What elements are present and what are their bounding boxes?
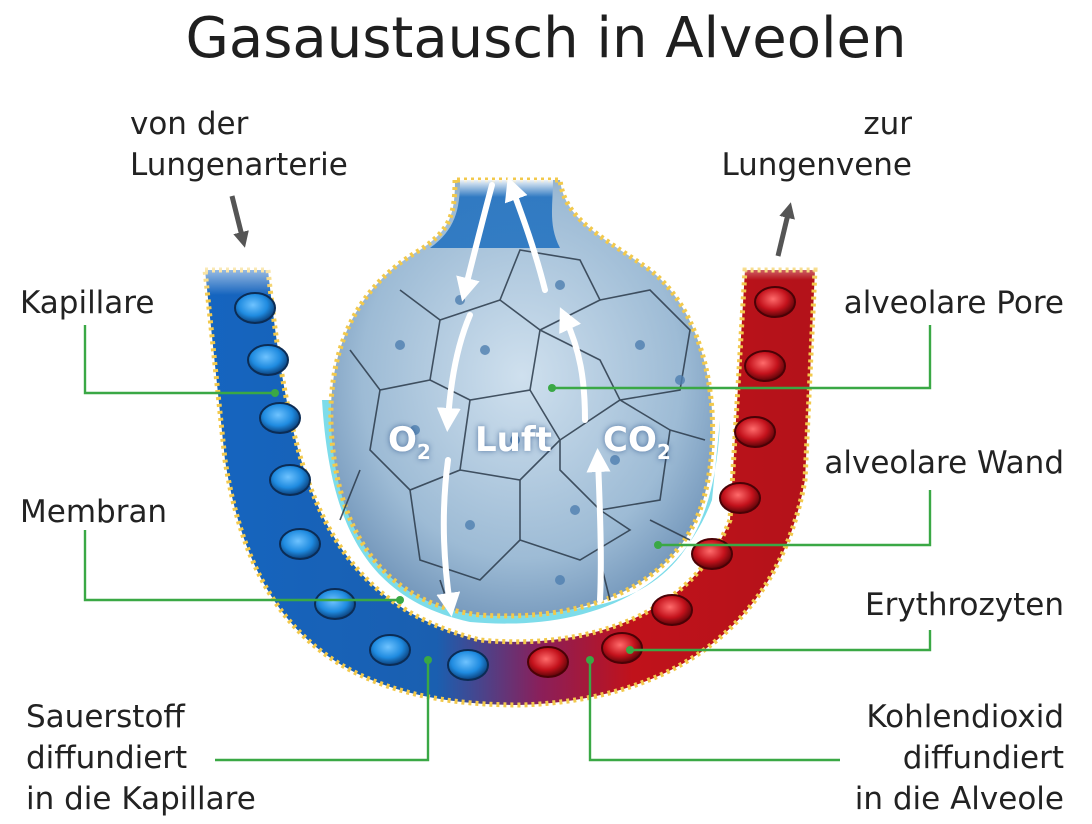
label-kohlendioxid-diffundiert: diffundiert [903, 738, 1064, 778]
label-membran: Membran [20, 492, 167, 532]
page-title: Gasaustausch in Alveolen [0, 6, 1092, 71]
label-von-der: von der [130, 104, 248, 144]
vene-arrow [778, 210, 789, 256]
label-erythrozyten: Erythrozyten [865, 585, 1064, 625]
label-zur: zur [863, 104, 912, 144]
label-in-die-kapillare: in die Kapillare [26, 779, 256, 819]
label-o2: O2 [388, 420, 431, 464]
label-lungenarterie: Lungenarterie [130, 145, 348, 185]
label-sauerstoff-diffundiert: diffundiert [26, 738, 187, 778]
label-alveolare-wand: alveolare Wand [824, 443, 1064, 483]
label-in-die-alveole: in die Alveole [855, 779, 1064, 819]
label-lungenvene: Lungenvene [721, 145, 912, 185]
label-luft: Luft [475, 420, 552, 460]
label-kohlendioxid: Kohlendioxid [866, 697, 1064, 737]
label-alveolare-pore: alveolare Pore [844, 283, 1064, 323]
label-co2: CO2 [603, 420, 671, 464]
label-sauerstoff: Sauerstoff [26, 697, 185, 737]
label-kapillare: Kapillare [20, 283, 154, 323]
arterie-arrow [232, 196, 243, 240]
